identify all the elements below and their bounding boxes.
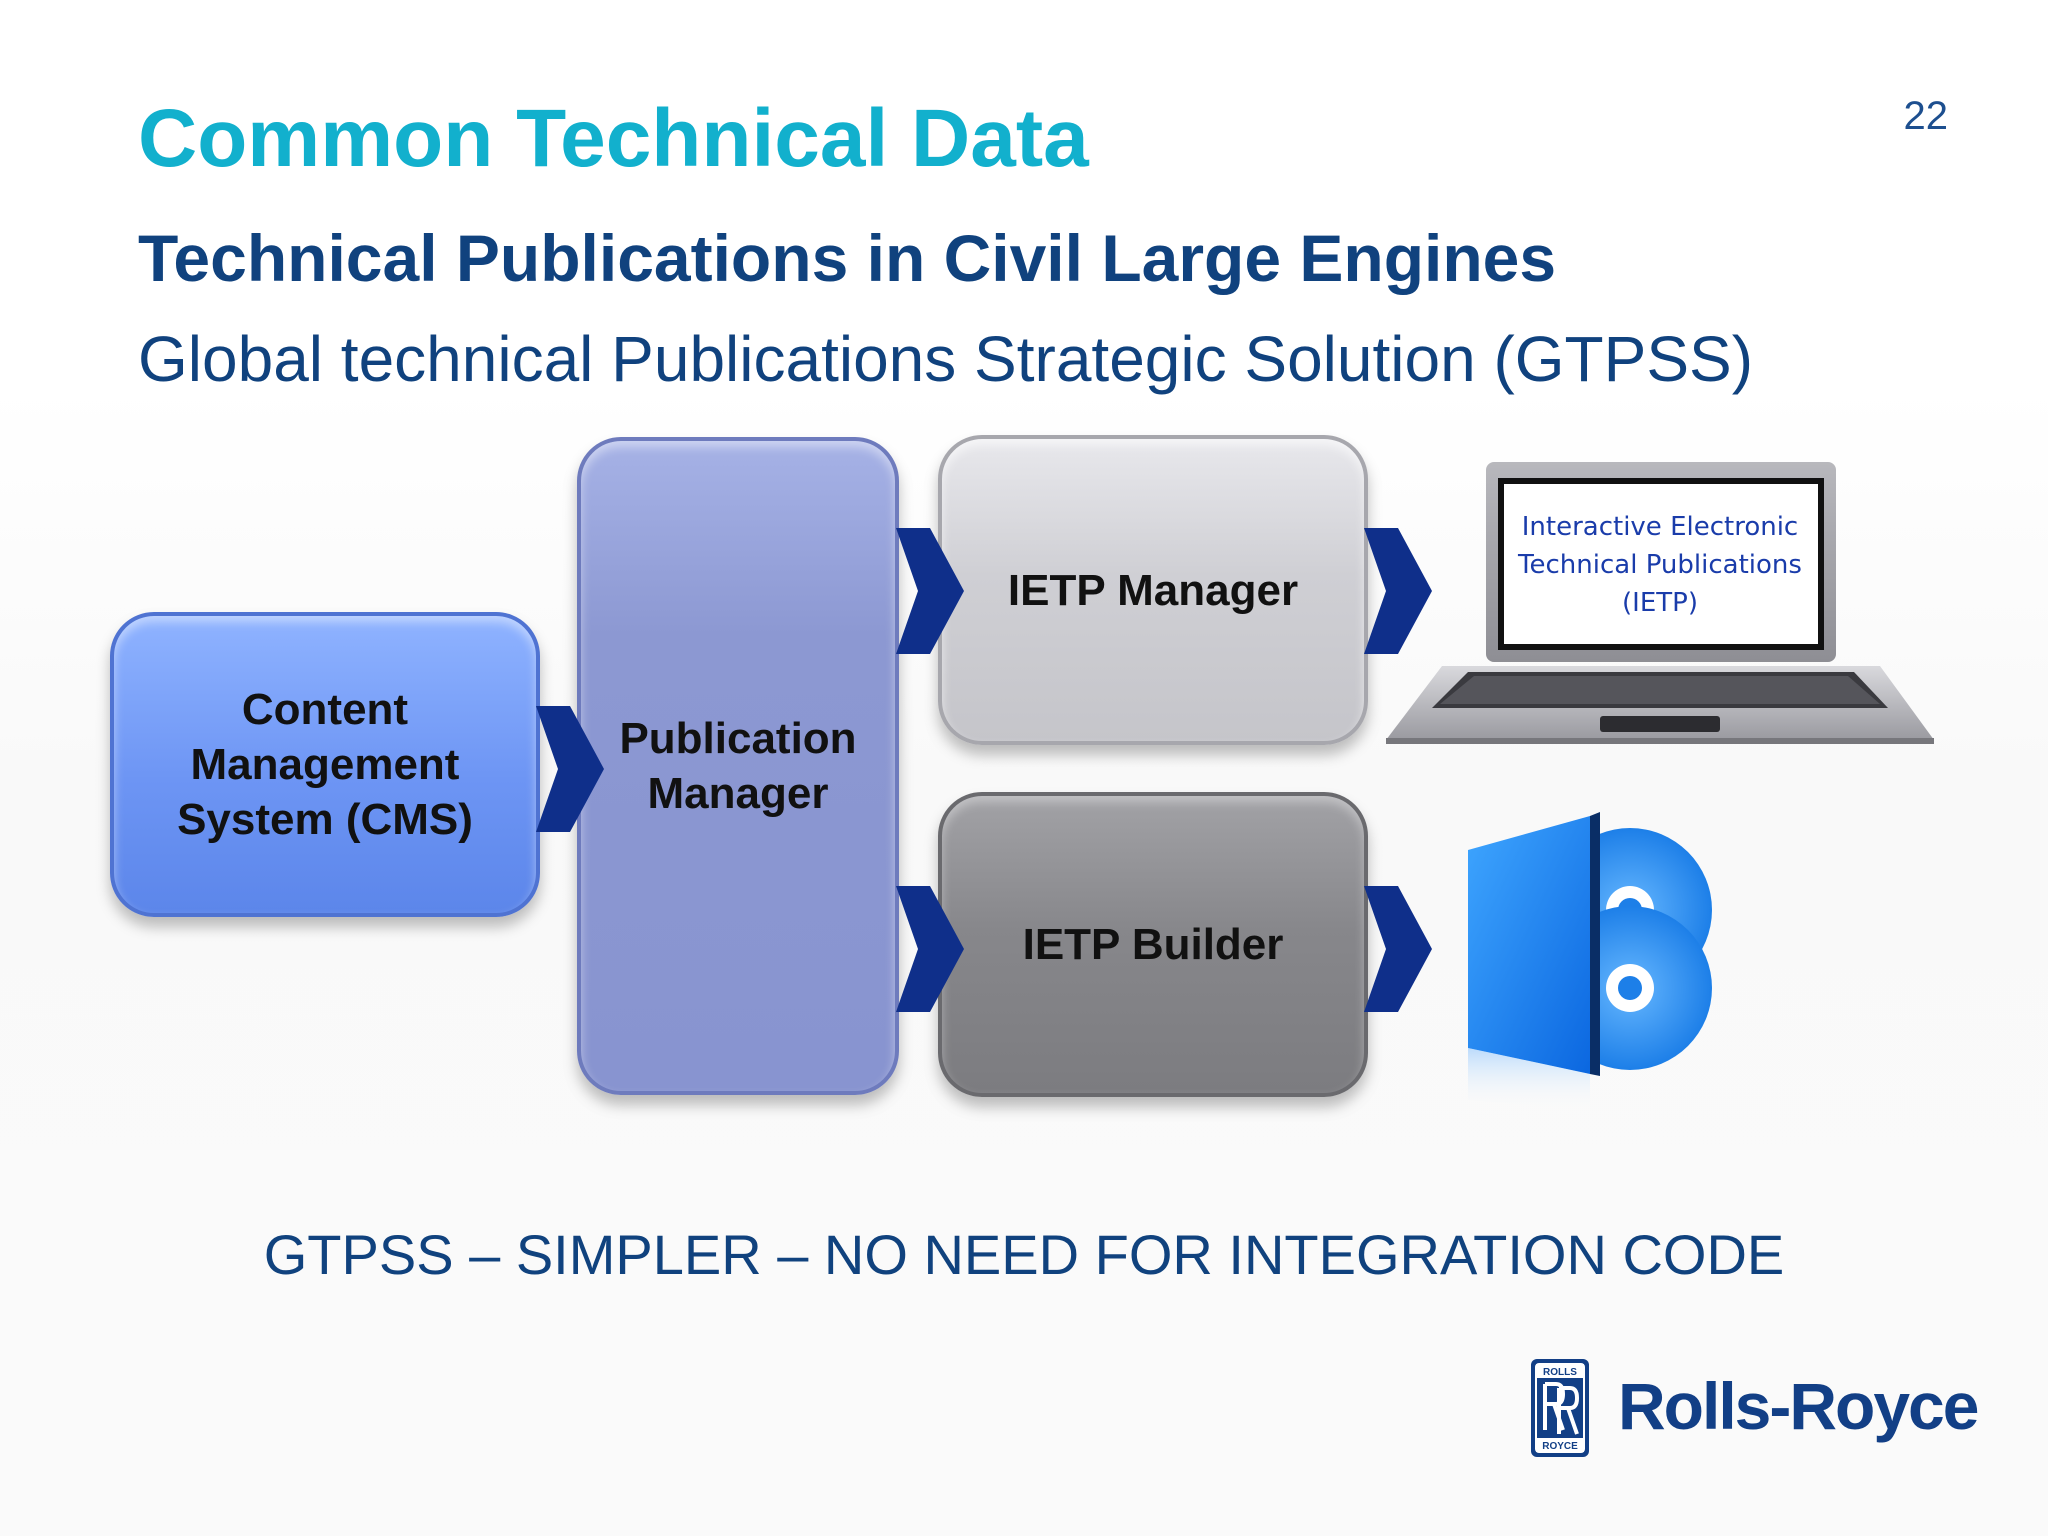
cms-box: Content Management System (CMS) <box>110 612 540 917</box>
laptop-screen-text: Interactive Electronic Technical Publica… <box>1518 512 1802 618</box>
slide-title: Common Technical Data <box>138 93 1089 184</box>
cms-label: Content Management System (CMS) <box>177 685 473 844</box>
logo-badge-bottom: ROYCE <box>1542 1441 1578 1452</box>
ietp-manager-label: IETP Manager <box>1007 565 1299 615</box>
ietp-manager-box: IETP Manager <box>938 435 1368 745</box>
page-number: 22 <box>1903 94 1949 138</box>
tagline: GTPSS – SIMPLER – NO NEED FOR INTEGRATIO… <box>263 1223 1785 1286</box>
publication-manager-box: Publication Manager <box>577 437 899 1095</box>
ietp-builder-box: IETP Builder <box>938 792 1368 1097</box>
arrow-cms-to-pub <box>536 706 604 832</box>
laptop-icon <box>1386 462 1934 744</box>
logo-badge-top: ROLLS <box>1543 1367 1577 1378</box>
slide-subtitle: Technical Publications in Civil Large En… <box>138 221 1557 295</box>
dvd-case-icon <box>1468 812 1712 1110</box>
arrow-ietp-builder-to-media <box>1364 886 1432 1012</box>
arrow-pub-to-ietp-manager <box>896 528 964 654</box>
ietp-builder-label: IETP Builder <box>1022 920 1284 969</box>
arrow-ietp-manager-to-laptop <box>1364 528 1432 654</box>
rolls-royce-logo: ROLLS ROYCE Rolls-Royce <box>1530 1358 1979 1462</box>
logo-text: Rolls-Royce <box>1618 1369 1979 1443</box>
slide-subtitle-secondary: Global technical Publications Strategic … <box>138 323 1753 395</box>
arrow-pub-to-ietp-builder <box>896 886 964 1012</box>
publication-manager-label: Publication Manager <box>619 714 857 818</box>
rolls-royce-badge-icon: ROLLS ROYCE <box>1531 1359 1589 1457</box>
